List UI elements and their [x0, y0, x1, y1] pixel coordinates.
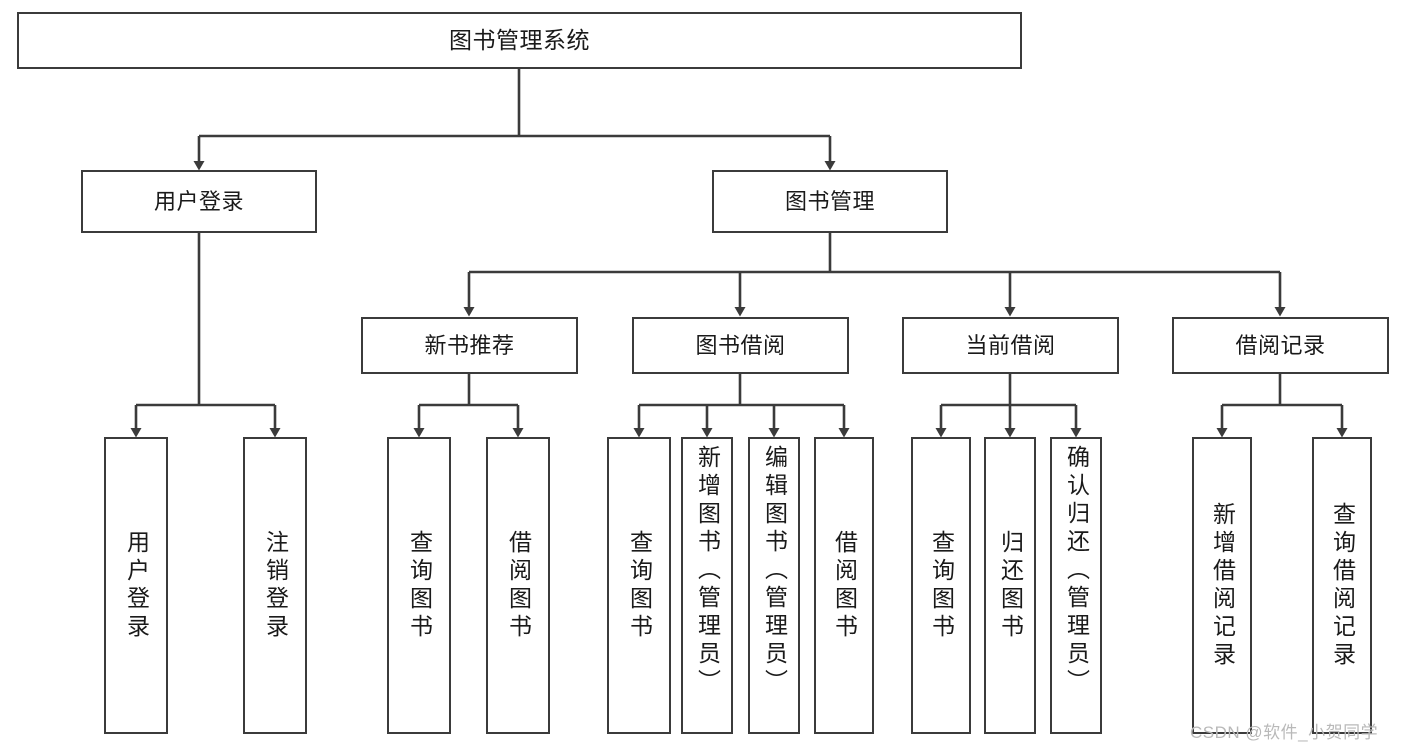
- node-book-management[interactable]: 图书管理: [712, 170, 948, 233]
- node-new-book-recommend[interactable]: 新书推荐: [361, 317, 578, 374]
- leaf-confirm-return-admin[interactable]: 确认归还（管理员）: [1050, 437, 1102, 734]
- leaf-add-borrow-record[interactable]: 新增借阅记录: [1192, 437, 1252, 734]
- node-user-login[interactable]: 用户登录: [81, 170, 317, 233]
- leaf-query-book-recommend[interactable]: 查询图书: [387, 437, 451, 734]
- leaf-query-book-current[interactable]: 查询图书: [911, 437, 971, 734]
- leaf-borrow-book-recommend[interactable]: 借阅图书: [486, 437, 550, 734]
- node-borrow-record[interactable]: 借阅记录: [1172, 317, 1389, 374]
- leaf-edit-book-admin[interactable]: 编辑图书（管理员）: [748, 437, 800, 734]
- node-new-book-recommend-label: 新书推荐: [424, 332, 515, 358]
- leaf-add-book-admin-label: 新增图书（管理员）: [694, 445, 721, 697]
- leaf-logout[interactable]: 注销登录: [243, 437, 307, 734]
- leaf-user-login-label: 用户登录: [123, 529, 150, 642]
- node-book-management-label: 图书管理: [784, 188, 875, 214]
- leaf-return-book[interactable]: 归还图书: [984, 437, 1036, 734]
- leaf-query-book-borrow-label: 查询图书: [626, 529, 653, 642]
- leaf-query-book-current-label: 查询图书: [928, 529, 955, 642]
- leaf-query-book-borrow[interactable]: 查询图书: [607, 437, 671, 734]
- leaf-return-book-label: 归还图书: [997, 529, 1024, 642]
- csdn-watermark: CSDN @软件_小贺同学: [1190, 723, 1379, 742]
- node-book-borrow-label: 图书借阅: [695, 332, 786, 358]
- leaf-add-borrow-record-label: 新增借阅记录: [1209, 501, 1236, 670]
- node-borrow-record-label: 借阅记录: [1235, 332, 1326, 358]
- node-current-borrow[interactable]: 当前借阅: [902, 317, 1119, 374]
- leaf-query-borrow-record[interactable]: 查询借阅记录: [1312, 437, 1372, 734]
- leaf-logout-label: 注销登录: [262, 529, 289, 642]
- leaf-borrow-book-label: 借阅图书: [831, 529, 858, 642]
- node-root[interactable]: 图书管理系统: [17, 12, 1022, 69]
- leaf-confirm-return-admin-label: 确认归还（管理员）: [1063, 445, 1090, 697]
- leaf-query-borrow-record-label: 查询借阅记录: [1329, 501, 1356, 670]
- leaf-borrow-book-recommend-label: 借阅图书: [505, 529, 532, 642]
- node-root-label: 图书管理系统: [449, 27, 590, 54]
- node-current-borrow-label: 当前借阅: [965, 332, 1056, 358]
- leaf-edit-book-admin-label: 编辑图书（管理员）: [761, 445, 788, 697]
- node-book-borrow[interactable]: 图书借阅: [632, 317, 849, 374]
- node-user-login-label: 用户登录: [153, 188, 244, 214]
- leaf-user-login[interactable]: 用户登录: [104, 437, 168, 734]
- leaf-borrow-book[interactable]: 借阅图书: [814, 437, 874, 734]
- leaf-add-book-admin[interactable]: 新增图书（管理员）: [681, 437, 733, 734]
- leaf-query-book-recommend-label: 查询图书: [406, 529, 433, 642]
